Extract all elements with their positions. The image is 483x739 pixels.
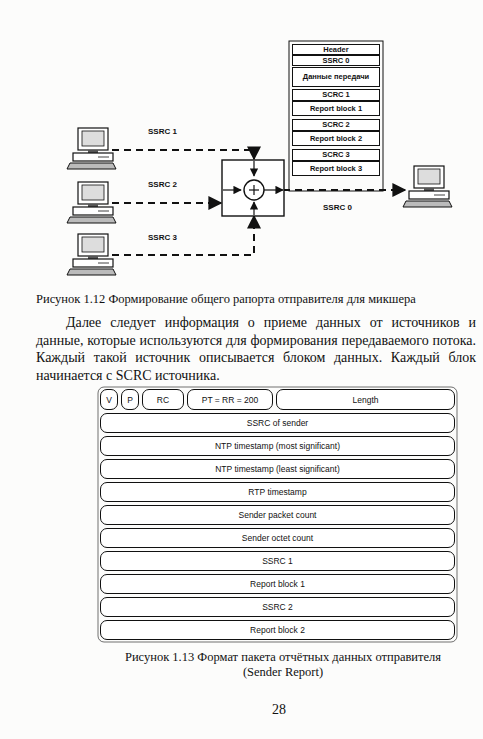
packet-field: Report block 2: [292, 131, 380, 146]
packet-field: Данные передачи: [292, 67, 380, 87]
stream-label: SSRC 1: [148, 127, 177, 136]
field-label: Sender octet count: [242, 533, 313, 543]
report-field: P: [121, 389, 139, 410]
field-label: P: [127, 395, 133, 405]
field-label: SCRC 2: [322, 121, 350, 129]
field-label: RC: [157, 395, 169, 405]
body-text: Далее следует информация о приеме данных…: [36, 314, 476, 384]
field-label: NTP timestamp (most significant): [215, 441, 340, 451]
field-label: PT = RR = 200: [202, 395, 259, 405]
computer-icon: [67, 234, 116, 275]
stream-wire: [112, 202, 221, 204]
field-label: Sender packet count: [239, 510, 317, 520]
stack-frame: [289, 41, 383, 191]
report-field: Report block 2: [100, 620, 455, 640]
field-label: SCRC 1: [322, 91, 350, 99]
report-field: Sender packet count: [100, 505, 455, 525]
field-label: SSRC 0: [322, 57, 349, 65]
field-label: NTP timestamp (least significant): [215, 464, 340, 474]
field-label: RTP timestamp: [248, 487, 306, 497]
field-label: SSRC 2: [262, 602, 293, 612]
stream-wire: [283, 189, 405, 191]
packet-field: SCRC 3: [292, 149, 380, 161]
packet-field: SCRC 2: [292, 119, 380, 131]
report-field: NTP timestamp (most significant): [100, 436, 455, 456]
report-field: Length: [276, 389, 455, 410]
field-label: Report block 1: [310, 105, 362, 113]
packet-field: Header: [292, 44, 380, 55]
packet-field: SSRC 0: [292, 55, 380, 66]
field-label: Report block 3: [310, 165, 362, 173]
report-field: V: [100, 389, 118, 410]
report-field: RC: [142, 389, 184, 410]
field-label: Report block 1: [250, 579, 305, 589]
figure-caption: Рисунок 1.13 Формат пакета отчётных данн…: [118, 650, 448, 680]
field-label: V: [106, 395, 112, 405]
report-field: SSRC of sender: [100, 413, 455, 433]
stream-wire: [112, 150, 254, 159]
report-field: Report block 1: [100, 574, 455, 594]
packet-field: Report block 1: [292, 101, 380, 116]
mixer-box: [222, 160, 284, 216]
field-label: Length: [353, 395, 379, 405]
stream-wire: [112, 216, 254, 255]
field-label: SSRC 1: [262, 556, 293, 566]
report-field: RTP timestamp: [100, 482, 455, 502]
computer-icon: [403, 166, 452, 207]
field-label: Report block 2: [310, 135, 362, 143]
packet-field: SCRC 1: [292, 89, 380, 101]
field-label: Header: [323, 46, 348, 54]
stream-label: SSRC 0: [323, 203, 352, 212]
figure-caption: Рисунок 1.12 Формирование общего рапорта…: [36, 292, 483, 307]
field-label: Report block 2: [250, 625, 305, 635]
field-label: SCRC 3: [322, 151, 350, 159]
computer-icon: [67, 182, 116, 223]
report-field: SSRC 2: [100, 597, 455, 617]
packet-field: Report block 3: [292, 161, 380, 176]
stream-label: SSRC 2: [148, 180, 177, 189]
sum-symbol: [244, 180, 264, 200]
field-label: SSRC of sender: [247, 418, 308, 428]
report-field: NTP timestamp (least significant): [100, 459, 455, 479]
report-field: SSRC 1: [100, 551, 455, 571]
format-frame: [98, 387, 457, 642]
stream-label: SSRC 3: [148, 233, 177, 242]
report-field: PT = RR = 200: [187, 389, 273, 410]
field-label: Данные передачи: [303, 73, 369, 81]
computer-icon: [67, 128, 116, 169]
page-number: 28: [272, 702, 286, 718]
report-field: Sender octet count: [100, 528, 455, 548]
